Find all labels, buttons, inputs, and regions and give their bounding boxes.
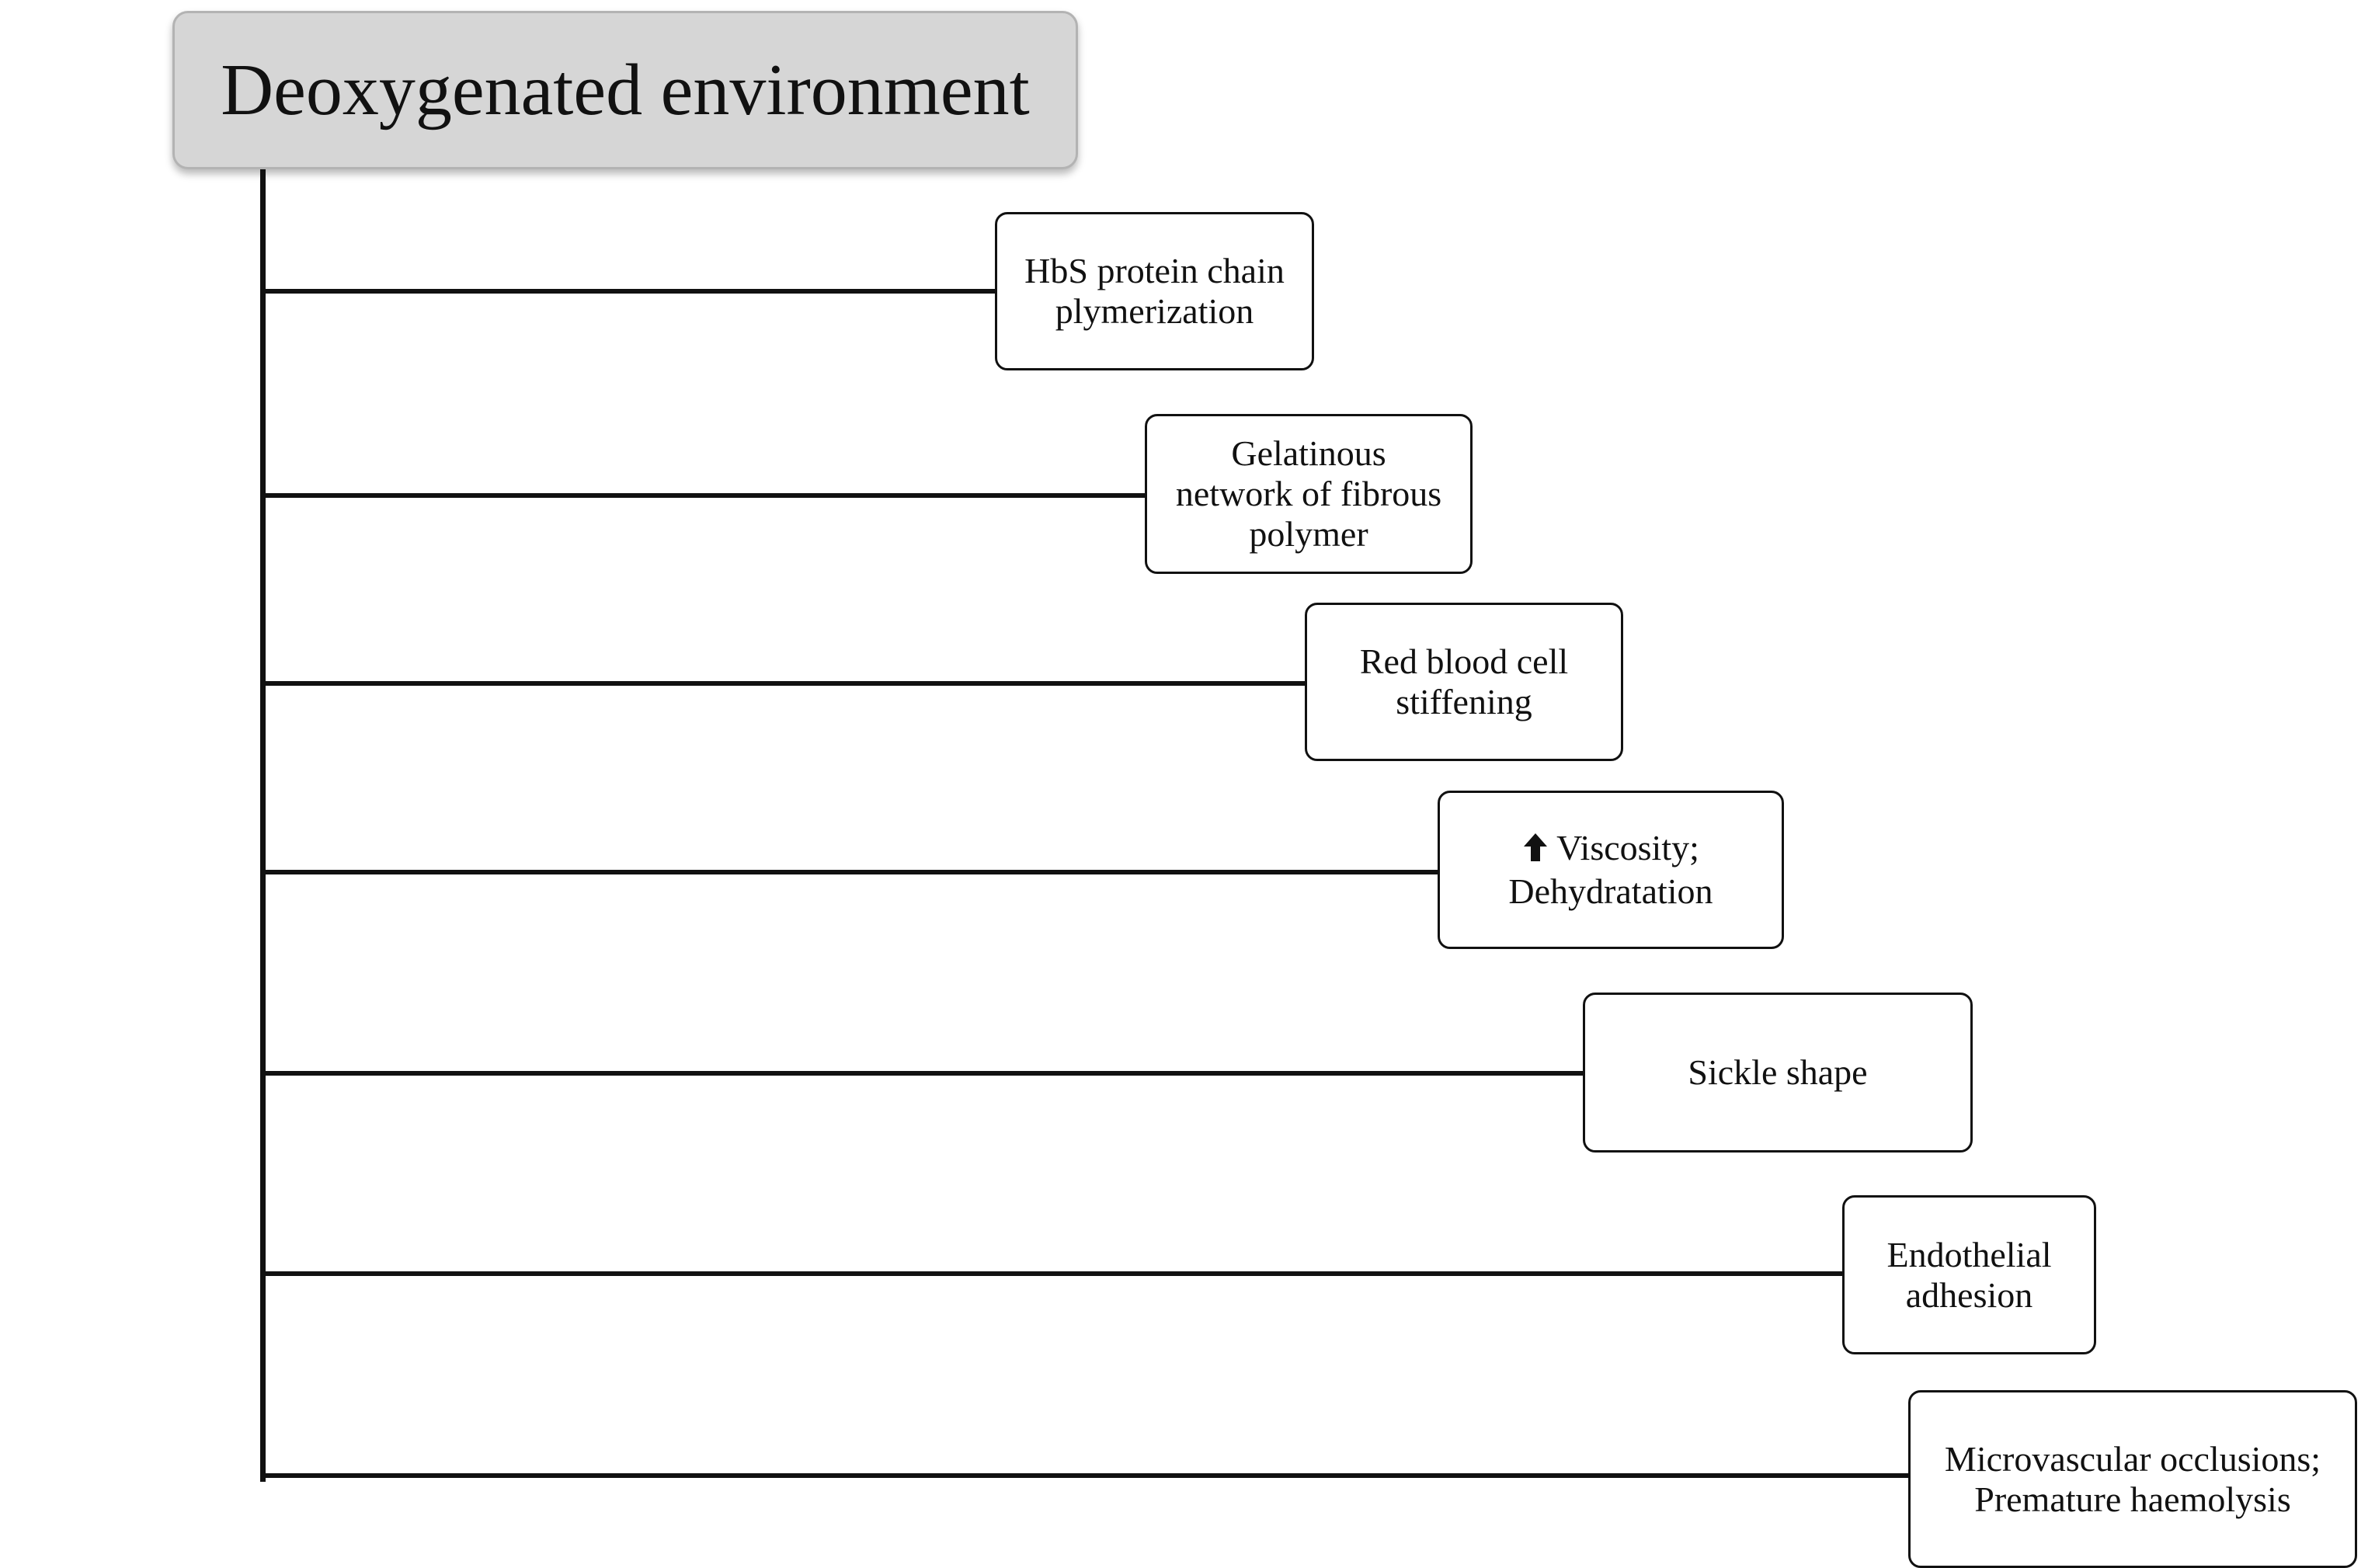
step-label-line: Sickle shape [1688, 1052, 1868, 1093]
branch-connector [260, 681, 1313, 686]
step-node-endothelial-adhesion: Endothelial adhesion [1842, 1195, 2096, 1354]
branch-connector [260, 1071, 1588, 1076]
step-label-line: Gelatinous [1231, 433, 1386, 474]
step-label: Gelatinous network of fibrous polymer [1176, 433, 1441, 555]
step-label-line: HbS protein chain [1024, 251, 1285, 291]
step-label: Endothelial adhesion [1886, 1235, 2051, 1316]
step-node-rbc-stiffening: Red blood cell stiffening [1305, 603, 1623, 761]
branch-connector [260, 870, 1445, 874]
branch-connector [260, 1271, 1848, 1276]
branch-connector [260, 289, 998, 294]
step-node-hbs-polymerization: HbS protein chain plymerization [995, 212, 1314, 370]
root-label: Deoxygenated environment [221, 50, 1030, 130]
step-label-line: Endothelial [1886, 1234, 2052, 1274]
step-label-line: Viscosity; [1508, 828, 1713, 871]
step-label-line: network of fibrous [1175, 474, 1442, 514]
branch-connector [260, 493, 1149, 498]
up-arrow-icon [1522, 831, 1549, 871]
vertical-connector [260, 169, 266, 1482]
step-label-line: Premature haemolysis [1974, 1479, 2291, 1519]
step-label-line: Red blood cell [1359, 641, 1569, 682]
step-node-occlusions-haemolysis: Microvascular occlusions; Premature haem… [1908, 1390, 2357, 1568]
step-label-line: plymerization [1055, 291, 1254, 331]
step-label-line: adhesion [1905, 1274, 2033, 1315]
step-label: Microvascular occlusions; Premature haem… [1945, 1439, 2321, 1520]
step-label: HbS protein chain plymerization [1024, 251, 1285, 332]
branch-connector [260, 1473, 1914, 1478]
step-label-line: polymer [1249, 513, 1368, 554]
root-node: Deoxygenated environment [172, 11, 1078, 169]
step-label-line: stiffening [1396, 682, 1532, 721]
step-label-text: Viscosity; [1556, 828, 1699, 868]
step-node-viscosity: Viscosity; Dehydratation [1438, 791, 1784, 949]
step-label: Sickle shape [1688, 1052, 1867, 1093]
step-node-sickle-shape: Sickle shape [1583, 993, 1973, 1153]
step-label-line: Dehydratation [1508, 871, 1713, 911]
step-node-gelatinous-network: Gelatinous network of fibrous polymer [1145, 414, 1473, 574]
step-label: Red blood cell stiffening [1360, 641, 1568, 722]
step-label: Viscosity; Dehydratation [1508, 828, 1713, 912]
step-label-line: Microvascular occlusions; [1944, 1438, 2321, 1479]
